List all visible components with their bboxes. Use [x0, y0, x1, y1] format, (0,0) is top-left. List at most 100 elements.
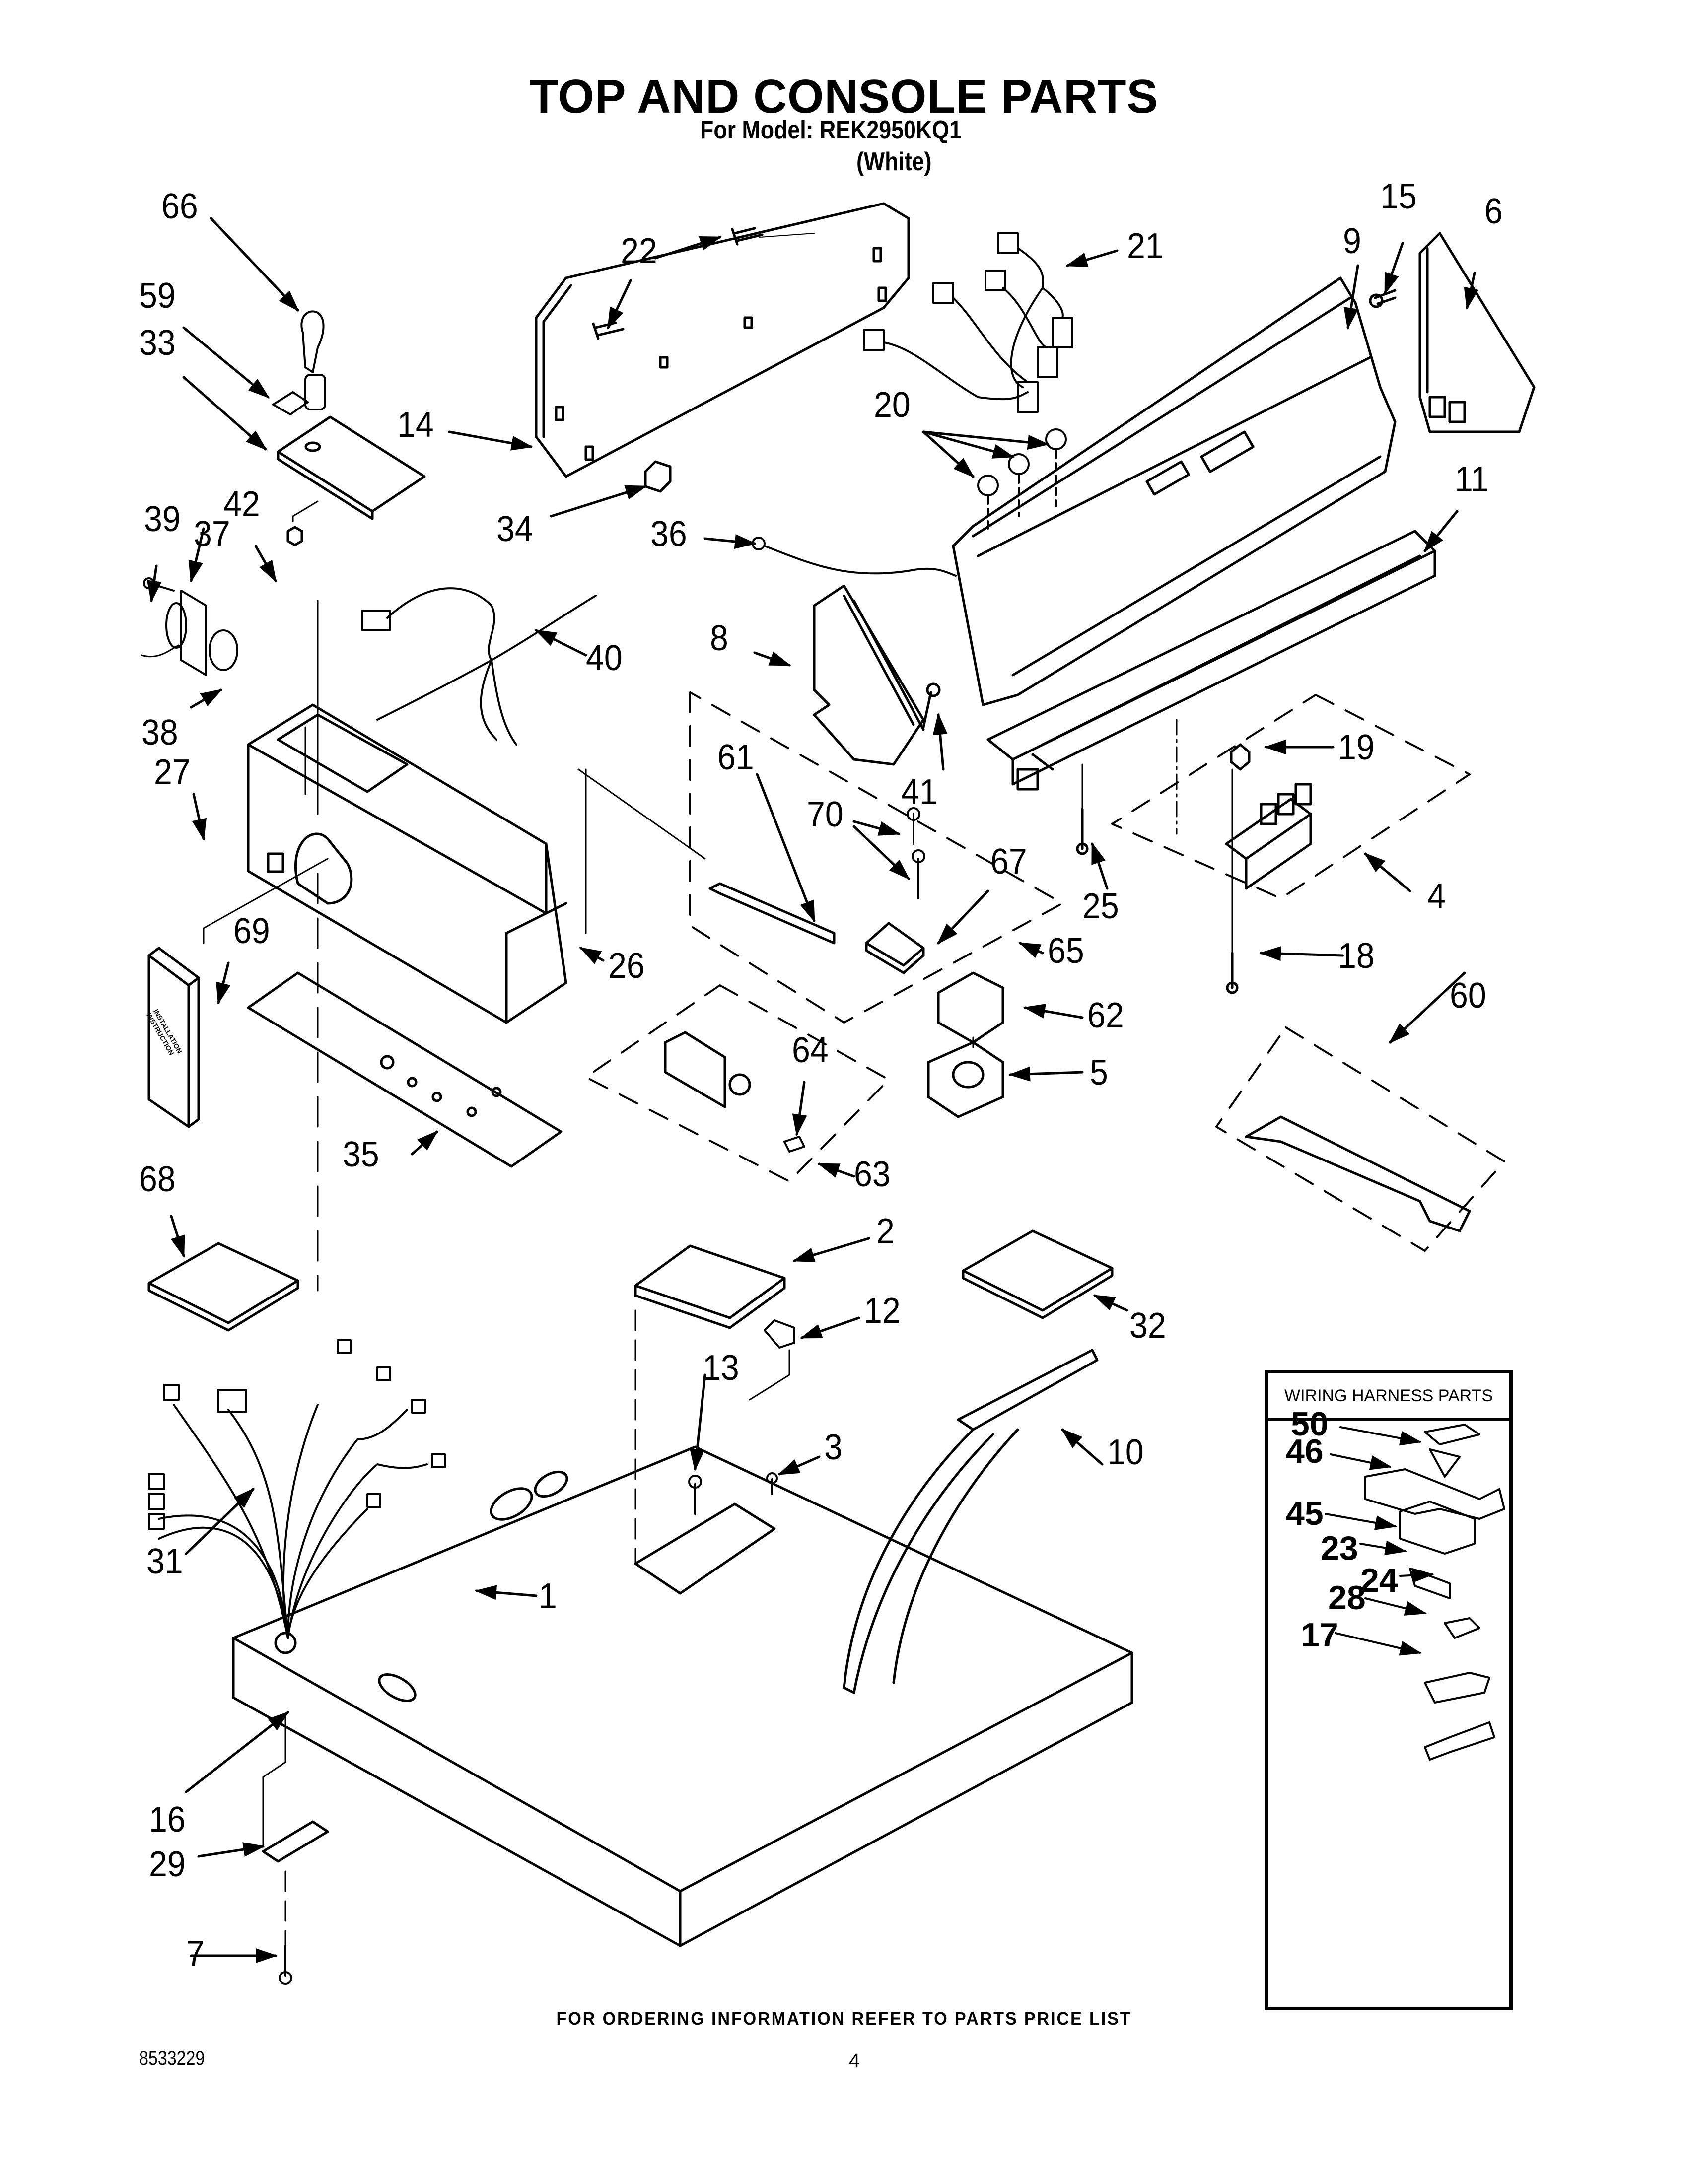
harness-40 — [361, 587, 597, 746]
bracket-67 — [865, 922, 925, 974]
callout-70: 70 — [807, 795, 844, 834]
hinge-62 — [937, 971, 1004, 1044]
callout-20: 20 — [874, 385, 911, 425]
door-latch — [664, 1031, 751, 1108]
rod-61 — [708, 882, 836, 945]
wiring-harness-parts-box: WIRING HARNESS PARTS — [1265, 1370, 1513, 2010]
callout-38: 38 — [141, 713, 178, 752]
assembly-box-63 — [585, 984, 890, 1182]
callout-27: 27 — [154, 752, 191, 792]
callout-4: 4 — [1427, 877, 1446, 916]
pad-2 — [634, 1244, 786, 1329]
callout-14: 14 — [397, 405, 434, 445]
knob-19 — [1230, 743, 1251, 771]
callout-65: 65 — [1048, 931, 1084, 971]
screw-39 — [143, 577, 175, 592]
indicator-lamps-20 — [977, 428, 1067, 532]
callout-3: 3 — [824, 1428, 843, 1467]
callout-11: 11 — [1455, 460, 1489, 499]
screw-41 — [922, 682, 941, 729]
callout-2: 2 — [876, 1212, 895, 1251]
callout-62: 62 — [1087, 996, 1124, 1035]
screws-70 — [907, 807, 925, 899]
callout-39: 39 — [144, 499, 181, 539]
screw-13 — [688, 1475, 702, 1515]
tray-assembly — [634, 1309, 776, 1595]
callout-63: 63 — [854, 1155, 891, 1194]
callout-32: 32 — [1129, 1306, 1166, 1346]
callout-10: 10 — [1107, 1433, 1144, 1472]
clip-12 — [764, 1319, 795, 1349]
callout-13: 13 — [703, 1348, 739, 1388]
wh-callout-28: 28 — [1328, 1579, 1366, 1617]
callout-1: 1 — [539, 1576, 557, 1616]
installation-manual-69 — [147, 947, 200, 1128]
callout-16: 16 — [149, 1800, 186, 1840]
callout-29: 29 — [149, 1844, 186, 1884]
switch-assembly — [1225, 783, 1312, 890]
terminal-64 — [783, 1136, 805, 1153]
callout-15: 15 — [1380, 177, 1417, 216]
callout-41: 41 — [901, 772, 938, 812]
cup-5 — [927, 1041, 1004, 1118]
timer-37 — [165, 590, 207, 676]
harness-31 — [148, 1339, 446, 1639]
lock-key-66 — [300, 310, 325, 373]
callout-18: 18 — [1338, 936, 1375, 976]
screw-15 — [1369, 289, 1397, 308]
callout-8: 8 — [710, 618, 728, 658]
rear-console-panel — [535, 202, 910, 478]
callout-40: 40 — [586, 638, 623, 678]
callout-35: 35 — [343, 1135, 379, 1174]
callout-19: 19 — [1338, 728, 1375, 767]
end-cap-6 — [1418, 232, 1536, 433]
screw-22-set — [592, 227, 764, 340]
callout-68: 68 — [139, 1160, 176, 1199]
model-number: For Model: REK2950KQ1 — [700, 116, 962, 144]
bracket-60 — [1245, 1115, 1471, 1232]
callout-34: 34 — [496, 509, 533, 549]
leader-arrows — [146, 217, 1479, 1963]
control-panel-10 — [843, 1349, 1099, 1694]
console-housing-26 — [247, 703, 567, 1024]
wh-callout-45: 45 — [1286, 1495, 1324, 1532]
wh-callout-23: 23 — [1321, 1529, 1358, 1567]
callout-59: 59 — [139, 276, 176, 316]
callout-31: 31 — [146, 1542, 183, 1581]
callout-36: 36 — [650, 514, 687, 554]
screw-7 — [279, 1945, 292, 1985]
screw-25 — [1076, 808, 1089, 855]
callout-22: 22 — [621, 231, 657, 271]
top-panel — [232, 1445, 1133, 1947]
lock-59 — [272, 374, 326, 415]
callout-67: 67 — [990, 842, 1027, 882]
pad-32 — [962, 1229, 1114, 1319]
model-color: (White) — [856, 147, 932, 176]
callout-12: 12 — [864, 1291, 901, 1331]
wh-callout-17: 17 — [1301, 1616, 1338, 1654]
callout-64: 64 — [792, 1030, 829, 1070]
assembly-box-60 — [1215, 1026, 1505, 1252]
callout-26: 26 — [608, 946, 645, 986]
console-panel-9 — [952, 276, 1397, 706]
callout-69: 69 — [233, 911, 270, 951]
assembly-box-4 — [1111, 694, 1471, 899]
wh-callout-50: 50 — [1291, 1405, 1329, 1443]
pad-68 — [147, 1242, 299, 1332]
document-number: 8533229 — [139, 2048, 205, 2069]
end-cap-8 — [813, 584, 925, 766]
wiring-harness-title: WIRING HARNESS PARTS — [1268, 1373, 1509, 1421]
ordering-note: FOR ORDERING INFORMATION REFER TO PARTS … — [556, 2008, 1132, 2029]
callout-66: 66 — [161, 187, 198, 226]
wh-callout-46: 46 — [1286, 1433, 1324, 1470]
callout-33: 33 — [139, 323, 176, 363]
callout-60: 60 — [1450, 976, 1486, 1016]
screw-18 — [1226, 952, 1239, 994]
page-title: TOP AND CONSOLE PARTS — [529, 70, 1159, 123]
clip-34 — [644, 460, 672, 493]
nut-42 — [286, 526, 303, 546]
callout-7: 7 — [186, 1934, 205, 1974]
callout-25: 25 — [1082, 887, 1119, 926]
wh-callout-24: 24 — [1360, 1562, 1398, 1599]
